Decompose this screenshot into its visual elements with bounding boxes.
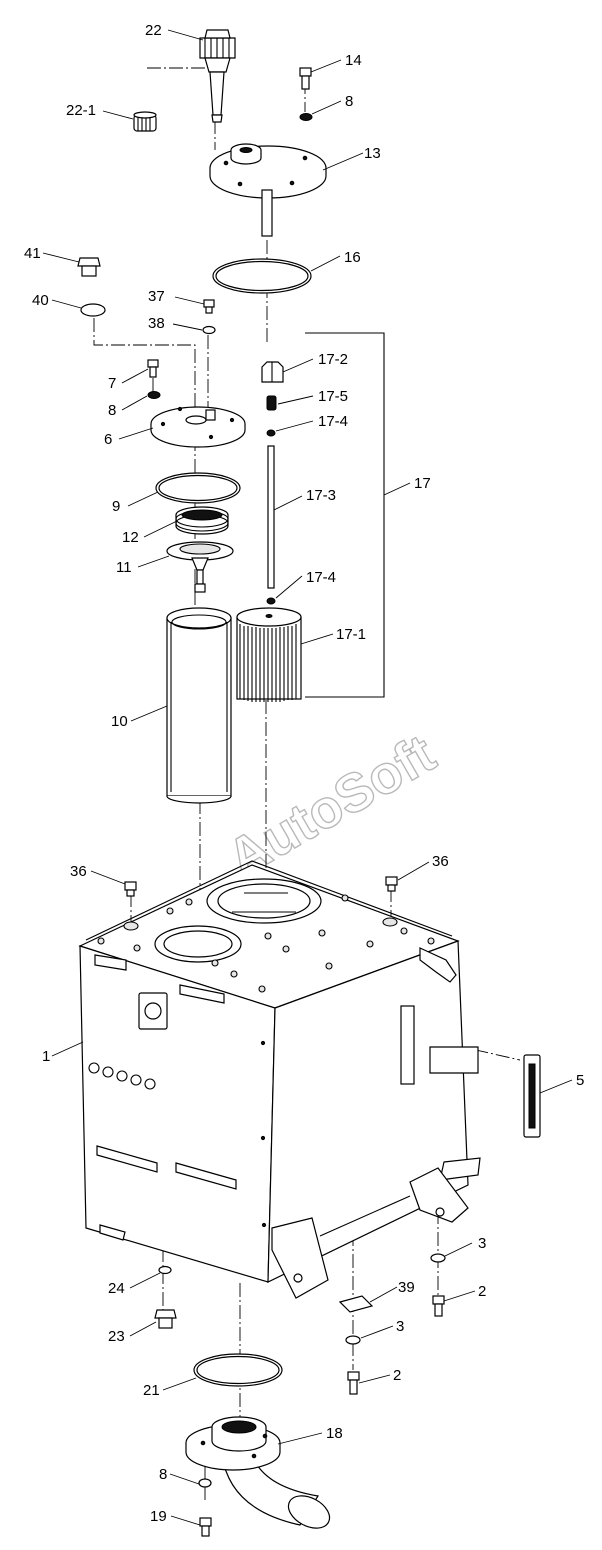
cover-plate-13 xyxy=(209,143,327,237)
washer-3-right xyxy=(430,1253,446,1263)
return-filter-10 xyxy=(166,607,232,804)
bolt-36-right xyxy=(385,876,398,892)
label-17: 17 xyxy=(414,475,431,492)
valve-11 xyxy=(166,541,234,593)
washer-8-top xyxy=(299,113,313,121)
bolt-7 xyxy=(147,359,159,378)
washer-8-bottom xyxy=(198,1478,212,1488)
label-22: 22 xyxy=(145,22,162,39)
bolt-37 xyxy=(203,299,215,314)
level-gauge-5 xyxy=(523,1054,541,1138)
o-ring-9 xyxy=(155,472,241,504)
bolt-19 xyxy=(199,1517,212,1537)
label-21: 21 xyxy=(143,1382,160,1399)
label-3-center: 3 xyxy=(396,1318,404,1335)
label-6: 6 xyxy=(104,431,112,448)
suction-pipe-18 xyxy=(185,1416,331,1529)
label-8-mid: 8 xyxy=(108,402,116,419)
label-17-5: 17-5 xyxy=(318,388,348,405)
label-7: 7 xyxy=(108,375,116,392)
label-17-2: 17-2 xyxy=(318,351,348,368)
label-23: 23 xyxy=(108,1328,125,1345)
label-16: 16 xyxy=(344,249,361,266)
washer-3-center xyxy=(345,1335,361,1345)
label-18: 18 xyxy=(326,1425,343,1442)
label-37: 37 xyxy=(148,288,165,305)
o-ring-21 xyxy=(193,1353,283,1387)
washer-24 xyxy=(158,1265,172,1275)
label-14: 14 xyxy=(345,52,362,69)
label-11: 11 xyxy=(116,559,132,576)
spring-12 xyxy=(175,506,229,535)
label-17-1: 17-1 xyxy=(336,626,366,643)
filter-element-17-1 xyxy=(236,607,302,702)
label-2-center: 2 xyxy=(393,1367,401,1384)
plug-23 xyxy=(154,1309,177,1329)
label-41: 41 xyxy=(24,245,41,262)
plate-39 xyxy=(338,1295,374,1313)
label-5: 5 xyxy=(576,1072,584,1089)
label-36-left: 36 xyxy=(70,863,87,880)
watermark: AutoSoft xyxy=(218,723,445,889)
label-40: 40 xyxy=(32,292,49,309)
nut-17-2 xyxy=(261,361,284,383)
label-17-3: 17-3 xyxy=(306,487,336,504)
leader-lines xyxy=(42,29,573,1526)
label-8-bottom: 8 xyxy=(159,1466,167,1483)
washer-17-4-bottom xyxy=(266,597,276,605)
o-ring-16 xyxy=(212,258,312,294)
label-13: 13 xyxy=(364,145,381,162)
filter-cover-6 xyxy=(150,406,246,448)
strainer-22-1 xyxy=(133,111,157,132)
label-2-right: 2 xyxy=(478,1283,486,1300)
label-3-right: 3 xyxy=(478,1235,486,1252)
bolt-2-right xyxy=(432,1295,445,1317)
filler-cap-22 xyxy=(199,29,236,123)
label-17-4-top: 17-4 xyxy=(318,413,348,430)
label-8-top: 8 xyxy=(345,93,353,110)
hydraulic-tank-1 xyxy=(78,860,481,1299)
label-36-right: 36 xyxy=(432,853,449,870)
bolt-14 xyxy=(299,67,312,90)
plug-41 xyxy=(77,257,101,277)
label-12: 12 xyxy=(122,529,139,546)
gasket-40 xyxy=(80,303,106,317)
label-17-4-bottom: 17-4 xyxy=(306,569,336,586)
label-24: 24 xyxy=(108,1280,125,1297)
label-39: 39 xyxy=(398,1279,415,1296)
bolt-2-center xyxy=(347,1371,360,1395)
washer-38 xyxy=(202,325,216,335)
rod-17-3 xyxy=(267,445,275,589)
label-22-1: 22-1 xyxy=(66,102,96,119)
washer-8-mid xyxy=(147,391,161,399)
washer-17-4-top xyxy=(266,429,276,437)
bolt-36-left xyxy=(124,881,137,897)
label-38: 38 xyxy=(148,315,165,332)
callout-labels: 22 22-1 14 8 13 16 41 40 37 38 17-2 7 17… xyxy=(24,22,584,1525)
spring-17-5 xyxy=(266,395,277,411)
group-bracket-17 xyxy=(305,332,385,698)
label-19: 19 xyxy=(150,1508,167,1525)
label-10: 10 xyxy=(111,713,128,730)
label-1: 1 xyxy=(42,1048,50,1065)
label-9: 9 xyxy=(112,498,120,515)
